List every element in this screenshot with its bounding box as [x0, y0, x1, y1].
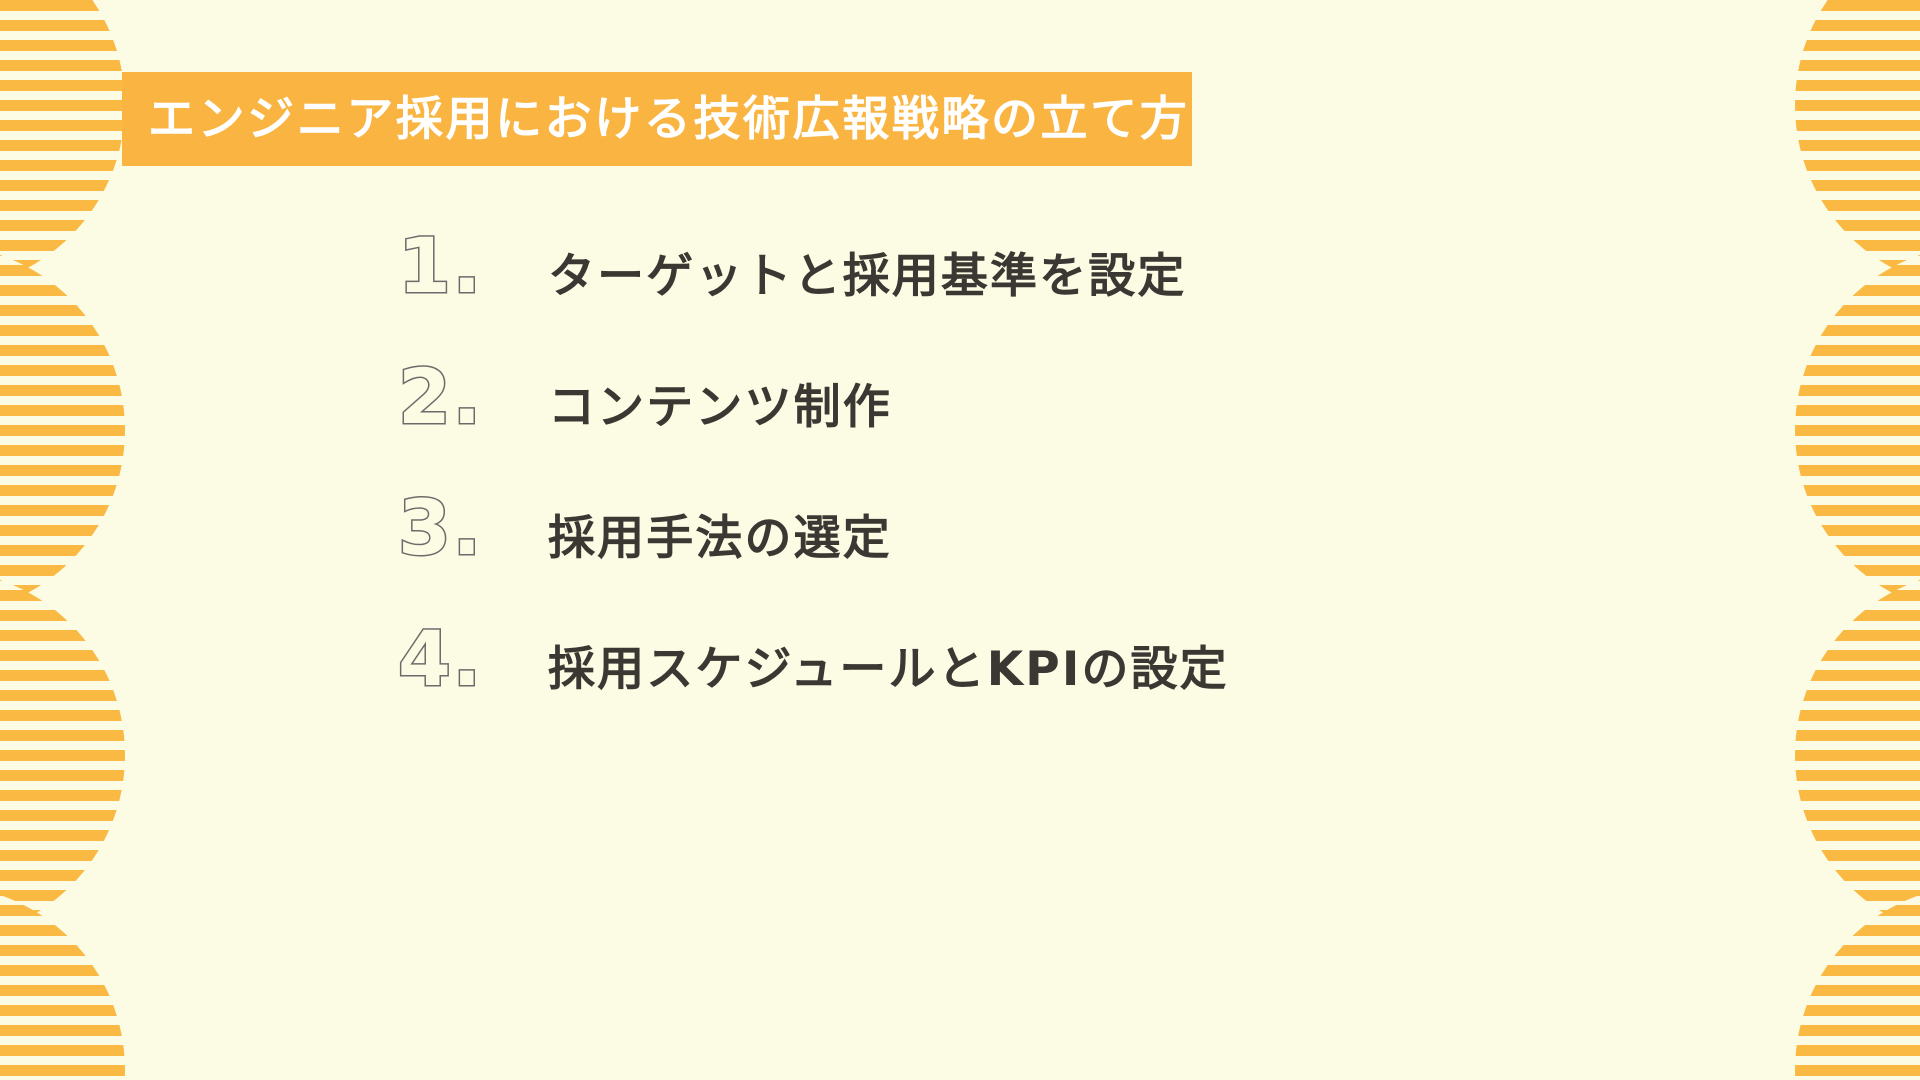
step-row: 4. 採用スケジュールとKPIの設定 — [397, 614, 1498, 752]
step-row: 1. ターゲットと採用基準を設定 — [397, 221, 1498, 359]
striped-circle — [0, 885, 125, 1080]
striped-circle — [1795, 570, 1920, 940]
step-label: 採用スケジュールとKPIの設定 — [548, 642, 1229, 697]
step-label: 採用手法の選定 — [548, 511, 892, 566]
striped-circle — [0, 0, 125, 290]
striped-circle — [0, 570, 125, 940]
step-row: 3. 採用手法の選定 — [397, 483, 1498, 621]
step-number: 1. — [397, 221, 483, 310]
step-number: 2. — [397, 352, 483, 441]
striped-circle — [1795, 885, 1920, 1080]
striped-circle — [0, 245, 125, 615]
step-label: ターゲットと採用基準を設定 — [548, 249, 1187, 304]
title-banner: エンジニア採用における技術広報戦略の立て方 — [122, 72, 1192, 166]
step-number: 4. — [397, 614, 483, 703]
striped-circle — [1795, 0, 1920, 290]
striped-circle — [1795, 245, 1920, 615]
step-row: 2. コンテンツ制作 — [397, 352, 1498, 490]
decor-stripes-right — [1740, 0, 1920, 1080]
step-label: コンテンツ制作 — [548, 380, 892, 435]
step-number: 3. — [397, 483, 483, 572]
steps-list: 1. ターゲットと採用基準を設定 2. コンテンツ制作 3. 採用手法の選定 4. 採用スケジ… — [397, 221, 1498, 752]
page-title: エンジニア採用における技術広報戦略の立て方 — [148, 91, 1190, 147]
